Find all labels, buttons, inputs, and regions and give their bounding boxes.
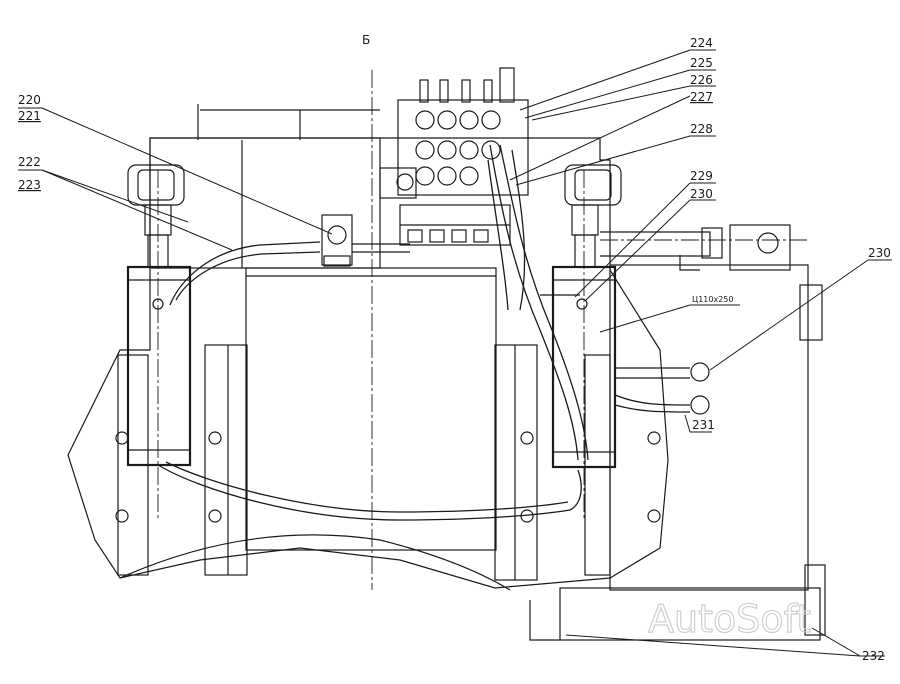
callout-231: 231 [692, 418, 715, 432]
callout-220: 220 [18, 93, 41, 107]
callout-232: 232 [862, 649, 885, 663]
bottom-cover [529, 564, 826, 641]
hydraulic-hoses [157, 144, 710, 521]
callout-labels: Б 220 221 222 223 224 225 226 227 228 22… [18, 33, 891, 663]
callout-223: 223 [18, 178, 41, 192]
view-label: Б [362, 33, 370, 47]
callout-226: 226 [690, 73, 713, 87]
callout-230-right: 230 [868, 246, 891, 260]
callout-227: 227 [690, 90, 713, 104]
oil-tank [600, 224, 823, 591]
hydraulic-distributor [379, 67, 529, 246]
right-hydraulic-cylinder [551, 164, 622, 469]
callout-230-upper: 230 [690, 187, 713, 201]
callout-225: 225 [690, 56, 713, 70]
watermark: AutoSoft [648, 597, 811, 641]
callout-221: 221 [18, 109, 41, 123]
hose-clamp-bracket [321, 214, 353, 267]
center-lines [157, 70, 810, 590]
cylinder-spec-label: Ц110х250 [692, 295, 733, 304]
callout-228: 228 [690, 122, 713, 136]
callout-229: 229 [690, 169, 713, 183]
leader-lines [18, 49, 892, 657]
callout-224: 224 [690, 36, 713, 50]
callout-222: 222 [18, 155, 41, 169]
